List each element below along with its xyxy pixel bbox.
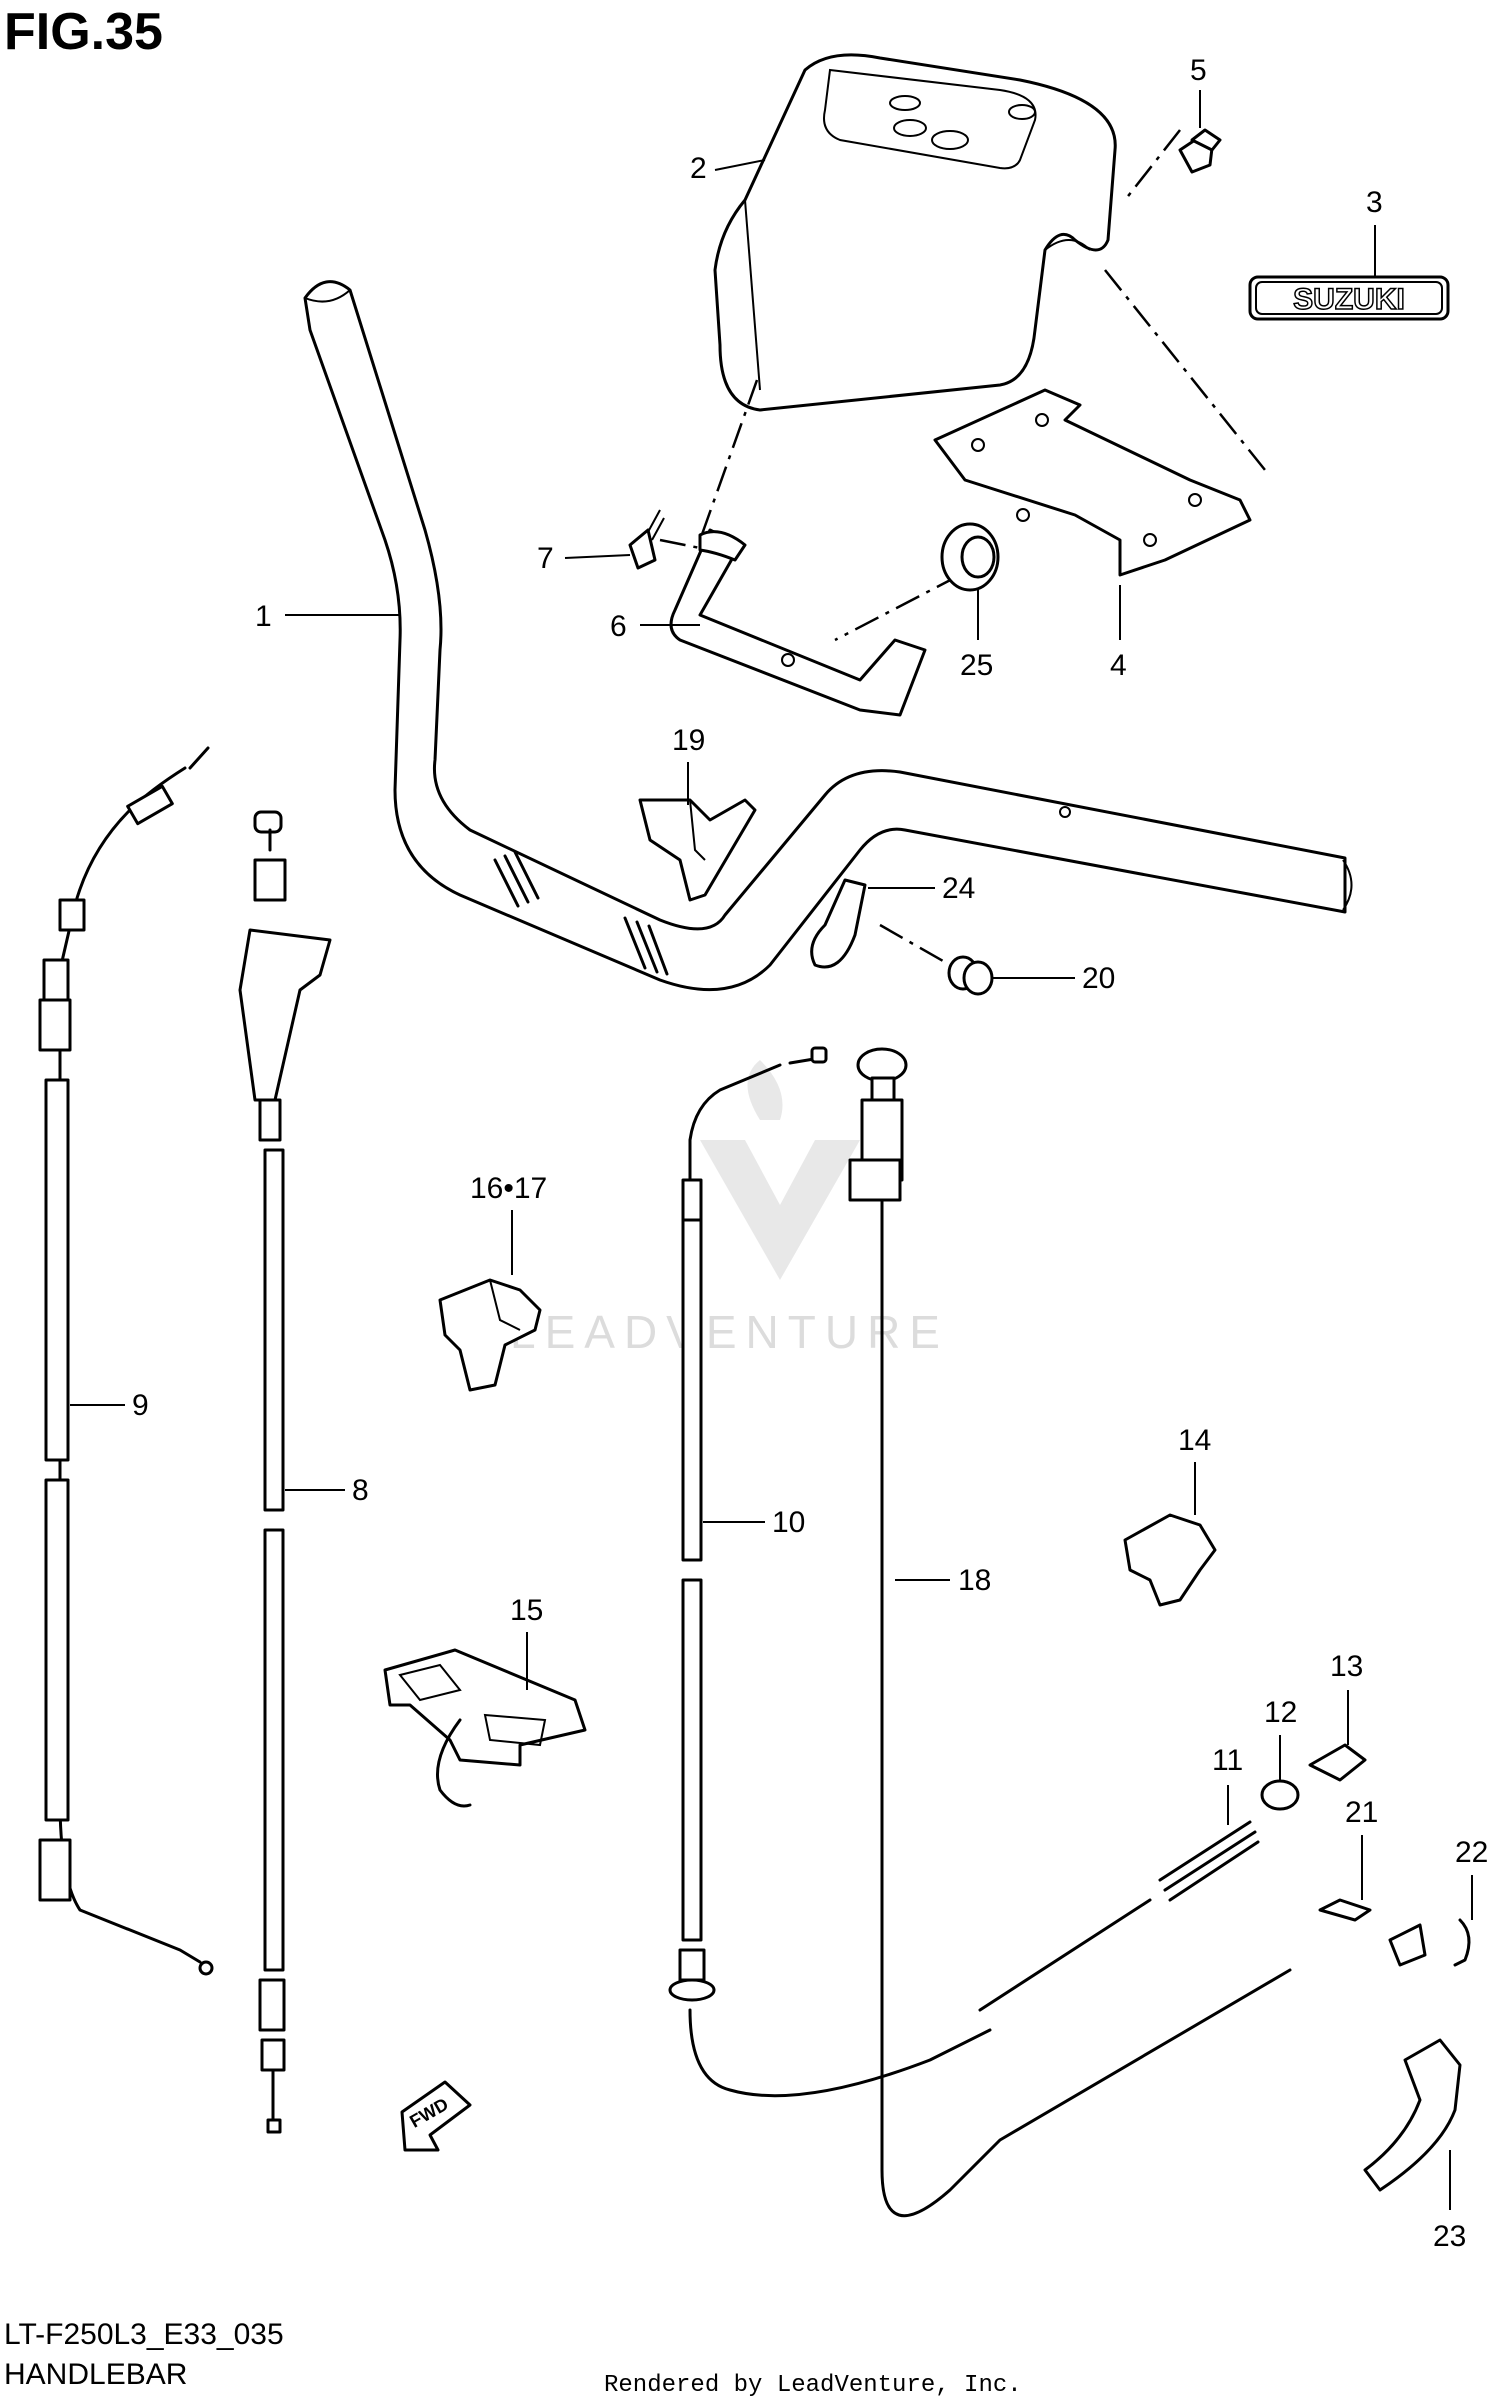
callout-6: 6 (610, 610, 700, 643)
switch-holder (638, 798, 757, 902)
callout-12: 12 (1264, 1696, 1297, 1780)
callout-25: 25 (960, 590, 993, 682)
callout-11: 11 (1212, 1744, 1243, 1825)
control-cable (238, 810, 332, 2134)
callout-19: 19 (672, 724, 705, 805)
callout-21: 21 (1345, 1796, 1378, 1900)
callout-number: 10 (772, 1506, 805, 1539)
callout-number: 12 (1264, 1696, 1297, 1729)
callout-number: 21 (1345, 1796, 1378, 1829)
callout-number: 5 (1190, 54, 1207, 87)
cotter-pin (1453, 1918, 1471, 1967)
callout-22: 22 (1455, 1836, 1488, 1920)
callout-20: 20 (992, 962, 1115, 995)
callout-number: 9 (132, 1389, 149, 1422)
cable-clamp-14 (1123, 1513, 1217, 1607)
callout-number: 24 (942, 872, 975, 905)
callout-number: 8 (352, 1474, 369, 1507)
forward-arrow: FWD (400, 2080, 472, 2152)
callout-number: 13 (1330, 1650, 1363, 1683)
knurl-band-left (493, 850, 540, 908)
lower-bracket (669, 528, 927, 717)
callout-2: 2 (690, 152, 766, 185)
pin (1308, 1743, 1367, 1782)
brake-cable (668, 1046, 992, 2098)
callout-number: 23 (1433, 2220, 1466, 2253)
tapping-screw (628, 509, 665, 570)
callout-number: 22 (1455, 1836, 1488, 1869)
callout-7: 7 (537, 542, 631, 575)
return-spring (978, 1820, 1260, 2012)
wire-bracket (383, 1648, 587, 1808)
callout-number: 1 (255, 600, 272, 633)
pivot-pin (1318, 1898, 1372, 1922)
callout-number: 2 (690, 152, 707, 185)
callout-number: 19 (672, 724, 705, 757)
callout-number: 25 (960, 649, 993, 682)
figure-title: FIG.35 (4, 3, 163, 61)
callout-13: 13 (1330, 1650, 1363, 1745)
callout-number: 11 (1212, 1744, 1243, 1777)
callout-15: 15 (510, 1594, 543, 1690)
callout-24: 24 (868, 872, 975, 905)
callout-16-17: 16•17 (470, 1172, 547, 1275)
brake-lever (1363, 1923, 1462, 2192)
throttle-cable (38, 746, 214, 1976)
callout-10: 10 (703, 1506, 805, 1539)
trim-clip (1178, 128, 1222, 174)
bolt (947, 955, 994, 996)
callout-number: 3 (1366, 186, 1383, 219)
callout-number: 16•17 (470, 1172, 547, 1205)
grommet (940, 522, 1000, 592)
knurl-band-right (623, 916, 669, 976)
handlebar-cover (713, 53, 1117, 412)
callout-number: 15 (510, 1594, 543, 1627)
render-credit: Rendered by LeadVenture, Inc. (604, 2372, 1022, 2399)
callout-number: 18 (958, 1564, 991, 1597)
callout-number: 20 (1082, 962, 1115, 995)
callout-14: 14 (1178, 1424, 1211, 1515)
suzuki-emblem: SUZUKI (1248, 275, 1450, 321)
callout-number: 14 (1178, 1424, 1211, 1457)
callout-1: 1 (255, 600, 400, 633)
choke-cable (848, 1047, 1292, 2218)
handlebar-tube (303, 280, 1353, 992)
watermark-text: LEADVENTURE (510, 1306, 949, 1358)
figure-code: LT-F250L3_E33_035 (4, 2318, 284, 2351)
callout-number: 7 (537, 542, 554, 575)
front-bracket (933, 388, 1252, 577)
callout-9: 9 (70, 1389, 149, 1422)
emblem-text: SUZUKI (1293, 283, 1405, 316)
callout-4: 4 (1110, 585, 1127, 682)
callout-18: 18 (895, 1564, 991, 1597)
cable-clamp (810, 878, 867, 969)
figure-name: HANDLEBAR (4, 2358, 188, 2391)
callout-8: 8 (285, 1474, 369, 1507)
collar (1260, 1779, 1300, 1811)
callout-number: 4 (1110, 649, 1127, 682)
cable-clamp-16-17 (438, 1278, 542, 1392)
callout-5: 5 (1190, 54, 1207, 128)
callout-number: 6 (610, 610, 627, 643)
callout-23: 23 (1433, 2150, 1466, 2253)
callout-3: 3 (1366, 186, 1383, 277)
